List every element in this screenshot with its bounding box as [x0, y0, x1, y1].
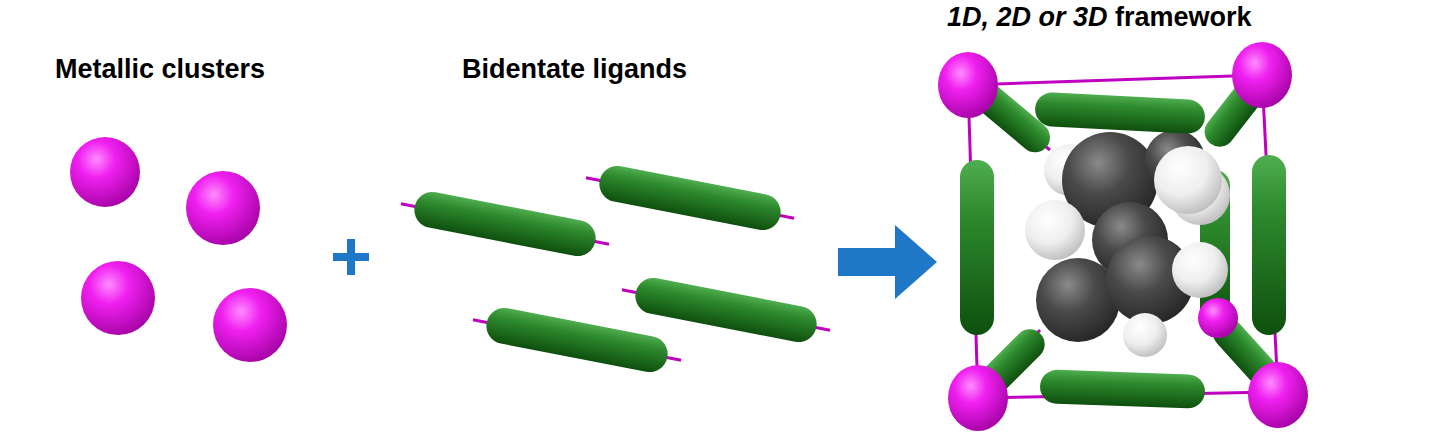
- framework: [938, 42, 1308, 431]
- figure-label: Bidentate ligands: [462, 55, 687, 85]
- plus-sign: [333, 239, 369, 275]
- figure-label: Metallic clusters: [55, 55, 265, 85]
- figure-label: 1D, 2D or 3D framework: [947, 3, 1252, 33]
- reaction-arrow: [838, 225, 937, 299]
- ligand-rod: [398, 160, 834, 378]
- metal-cluster: [70, 137, 287, 362]
